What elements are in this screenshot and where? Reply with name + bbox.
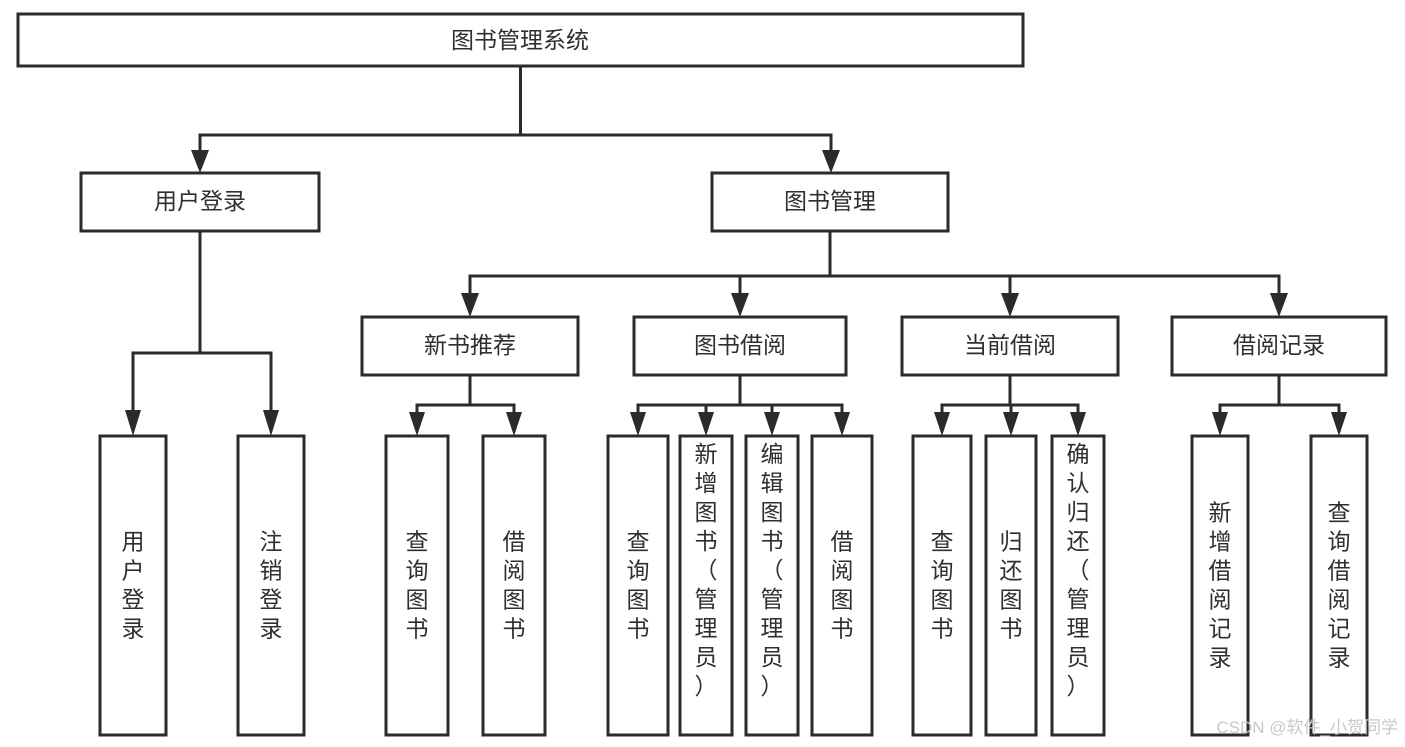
node-leaf-borrow-book-2[interactable]: 借阅图书 xyxy=(810,434,874,737)
node-leaf-add-borrow-record[interactable]: 新增借阅记录 xyxy=(1190,434,1250,737)
node-leaf-query-book-3-box[interactable] xyxy=(911,434,973,737)
arrow-head-icon xyxy=(1270,293,1288,317)
node-book-borrow-box[interactable] xyxy=(632,315,848,377)
node-leaf-edit-book-admin-box[interactable] xyxy=(744,434,800,737)
arrow-head-icon xyxy=(506,412,522,436)
arrow-head-icon xyxy=(461,293,479,317)
arrow-head-icon xyxy=(630,412,646,436)
node-new-book-recommend-box[interactable] xyxy=(360,315,580,377)
node-leaf-confirm-return-admin-label: 确认归还（管理员） xyxy=(1067,441,1090,699)
node-current-borrow-label: 当前借阅 xyxy=(964,332,1056,358)
node-root-label: 图书管理系统 xyxy=(451,27,589,53)
node-book-manage-label: 图书管理 xyxy=(784,188,876,214)
node-book-borrow[interactable]: 图书借阅 xyxy=(632,315,848,377)
node-leaf-query-book-1-label: 查询图书 xyxy=(406,529,429,642)
node-borrow-record-label: 借阅记录 xyxy=(1233,332,1325,358)
node-leaf-borrow-book-1-box[interactable] xyxy=(481,434,547,737)
node-leaf-user-logout-box[interactable] xyxy=(236,434,306,737)
node-leaf-user-login[interactable]: 用户登录 xyxy=(98,434,168,737)
node-leaf-edit-book-admin[interactable]: 编辑图书（管理员） xyxy=(744,434,800,737)
node-borrow-record[interactable]: 借阅记录 xyxy=(1170,315,1388,377)
node-leaf-add-book-admin-label: 新增图书（管理员） xyxy=(695,441,718,699)
node-leaf-query-book-1-box[interactable] xyxy=(384,434,450,737)
node-leaf-borrow-book-1[interactable]: 借阅图书 xyxy=(481,434,547,737)
node-book-borrow-label: 图书借阅 xyxy=(694,332,786,358)
node-leaf-user-logout-label: 注销登录 xyxy=(260,529,283,642)
arrow-head-icon xyxy=(1003,412,1019,436)
node-leaf-query-book-2-label: 查询图书 xyxy=(627,529,650,642)
watermark-label: CSDN @软件_小贺同学 xyxy=(1216,718,1398,737)
node-book-manage-box[interactable] xyxy=(710,171,950,233)
node-book-manage[interactable]: 图书管理 xyxy=(710,171,950,233)
node-user-login-box[interactable] xyxy=(79,171,321,233)
arrow-head-icon xyxy=(834,412,850,436)
node-leaf-query-book-3-label: 查询图书 xyxy=(931,529,954,642)
arrow-head-icon xyxy=(1331,412,1347,436)
arrow-head-icon xyxy=(731,293,749,317)
node-leaf-edit-book-admin-label: 编辑图书（管理员） xyxy=(761,441,784,699)
node-root[interactable]: 图书管理系统 xyxy=(16,12,1025,68)
node-user-login-label: 用户登录 xyxy=(154,188,246,214)
node-leaf-add-borrow-record-label: 新增借阅记录 xyxy=(1209,500,1232,671)
node-leaf-add-book-admin[interactable]: 新增图书（管理员） xyxy=(678,434,734,737)
node-current-borrow-box[interactable] xyxy=(900,315,1120,377)
node-leaf-query-borrow-record[interactable]: 查询借阅记录 xyxy=(1309,434,1369,737)
node-leaf-user-login-box[interactable] xyxy=(98,434,168,737)
node-leaf-return-book-box[interactable] xyxy=(984,434,1038,737)
node-leaf-borrow-book-1-label: 借阅图书 xyxy=(503,529,526,642)
node-leaf-query-book-1[interactable]: 查询图书 xyxy=(384,434,450,737)
arrow-head-icon xyxy=(934,412,950,436)
node-leaf-query-book-3[interactable]: 查询图书 xyxy=(911,434,973,737)
leaf-layer: 用户登录 注销登录 查询图书 借阅图书 查询图书 新增图书（管理员） xyxy=(98,434,1369,737)
node-user-login[interactable]: 用户登录 xyxy=(79,171,321,233)
arrow-head-icon xyxy=(822,150,840,173)
arrow-head-icon xyxy=(1001,293,1019,317)
node-leaf-query-book-2[interactable]: 查询图书 xyxy=(606,434,670,737)
arrow-head-icon xyxy=(125,410,141,436)
node-new-book-recommend-label: 新书推荐 xyxy=(424,332,516,358)
arrow-head-icon xyxy=(1070,412,1086,436)
node-leaf-return-book-label: 归还图书 xyxy=(1000,529,1023,642)
node-leaf-return-book[interactable]: 归还图书 xyxy=(984,434,1038,737)
node-leaf-add-book-admin-box[interactable] xyxy=(678,434,734,737)
arrow-head-icon xyxy=(191,150,209,173)
node-leaf-borrow-book-2-label: 借阅图书 xyxy=(831,529,854,642)
arrow-head-icon xyxy=(409,412,425,436)
arrow-head-icon xyxy=(263,410,279,436)
connector-layer xyxy=(125,64,1347,436)
node-leaf-add-borrow-record-box[interactable] xyxy=(1190,434,1250,737)
node-leaf-query-borrow-record-box[interactable] xyxy=(1309,434,1369,737)
node-borrow-record-box[interactable] xyxy=(1170,315,1388,377)
arrow-head-icon xyxy=(1212,412,1228,436)
node-new-book-recommend[interactable]: 新书推荐 xyxy=(360,315,580,377)
node-current-borrow[interactable]: 当前借阅 xyxy=(900,315,1120,377)
arrow-head-icon xyxy=(764,412,780,436)
node-leaf-borrow-book-2-box[interactable] xyxy=(810,434,874,737)
node-leaf-user-logout[interactable]: 注销登录 xyxy=(236,434,306,737)
node-root-box[interactable] xyxy=(16,12,1025,68)
arrow-head-icon xyxy=(698,412,714,436)
node-leaf-confirm-return-admin[interactable]: 确认归还（管理员） xyxy=(1050,434,1106,737)
node-leaf-user-login-label: 用户登录 xyxy=(122,529,145,642)
node-leaf-query-borrow-record-label: 查询借阅记录 xyxy=(1328,500,1351,671)
node-leaf-query-book-2-box[interactable] xyxy=(606,434,670,737)
node-leaf-confirm-return-admin-box[interactable] xyxy=(1050,434,1106,737)
